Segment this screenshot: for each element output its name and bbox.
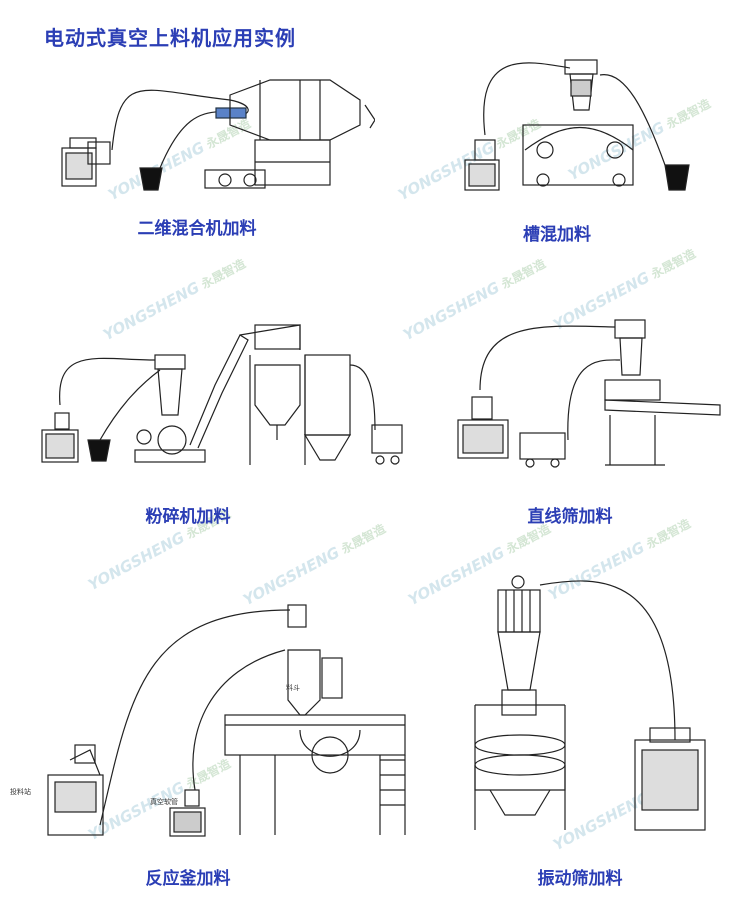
caption-vibrating-screen: 振动筛加料 [537, 869, 623, 889]
caption-linear-screen: 直线筛加料 [527, 507, 613, 527]
pulverizer-diagram [41, 324, 403, 465]
caption-pulverizer: 粉碎机加料 [145, 507, 231, 527]
mixer-diagram [61, 79, 375, 191]
vibrating-screen-diagram [474, 575, 706, 831]
label-feed-station: 投料站 [10, 788, 31, 796]
panel-vibrating-screen: 振动筛加料 [420, 550, 750, 913]
reactor-diagram [47, 604, 406, 837]
caption-reactor: 反应釜加料 [145, 869, 231, 889]
label-hopper: 料斗 [286, 684, 300, 692]
caption-trough-mixer: 槽混加料 [523, 225, 591, 245]
page-title: 电动式真空上料机应用实例 [44, 26, 296, 50]
panel-linear-screen: 直线筛加料 [420, 265, 750, 535]
panel-trough-mixer: 槽混加料 [375, 0, 750, 250]
caption-2d-mixer: 二维混合机加料 [137, 219, 257, 239]
panel-2d-mixer: 二维混合机加料 [0, 0, 375, 250]
linear-screen-diagram [457, 319, 721, 468]
panel-reactor: 投料站 真空软管 料斗 反应釜加料 [0, 550, 420, 913]
trough-diagram [464, 59, 690, 191]
panel-pulverizer: 粉碎机加料 [0, 265, 420, 535]
label-vacuum-tube: 真空软管 [150, 798, 178, 806]
